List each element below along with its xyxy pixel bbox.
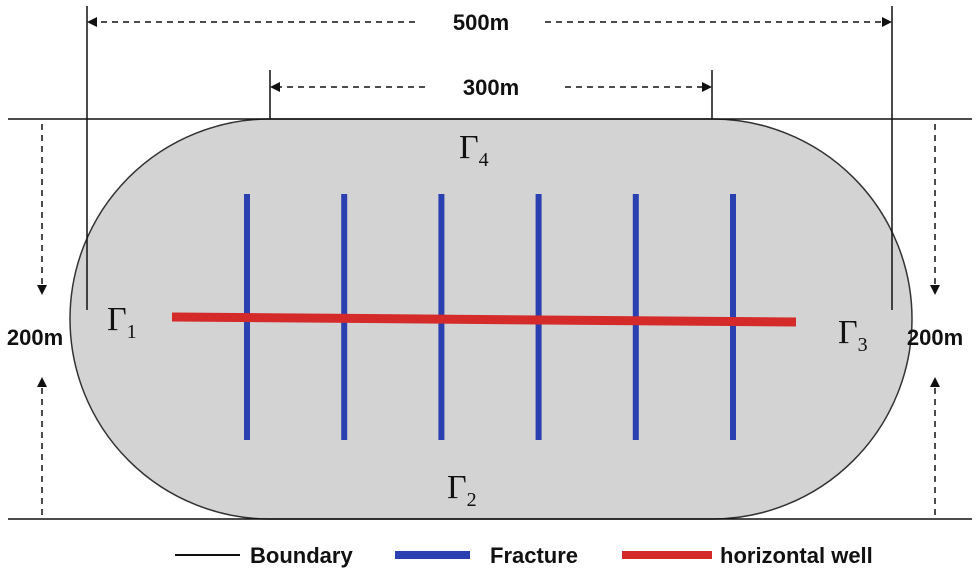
gamma-1-label: Γ1 (107, 301, 137, 343)
gamma-3-label: Γ3 (838, 314, 868, 356)
dim-500-label: 500m (453, 10, 509, 35)
gamma-2-label: Γ2 (447, 469, 477, 511)
legend: Boundary Fracture horizontal well (175, 543, 873, 568)
legend-well-label: horizontal well (720, 543, 873, 568)
dim-300-label: 300m (463, 75, 519, 100)
gamma-4-label: Γ4 (459, 129, 489, 171)
legend-fracture-label: Fracture (490, 543, 578, 568)
legend-boundary-label: Boundary (250, 543, 353, 568)
dim-right-200-label: 200m (907, 325, 963, 350)
horizontal-well (171, 312, 797, 327)
dim-left-200-label: 200m (7, 325, 63, 350)
